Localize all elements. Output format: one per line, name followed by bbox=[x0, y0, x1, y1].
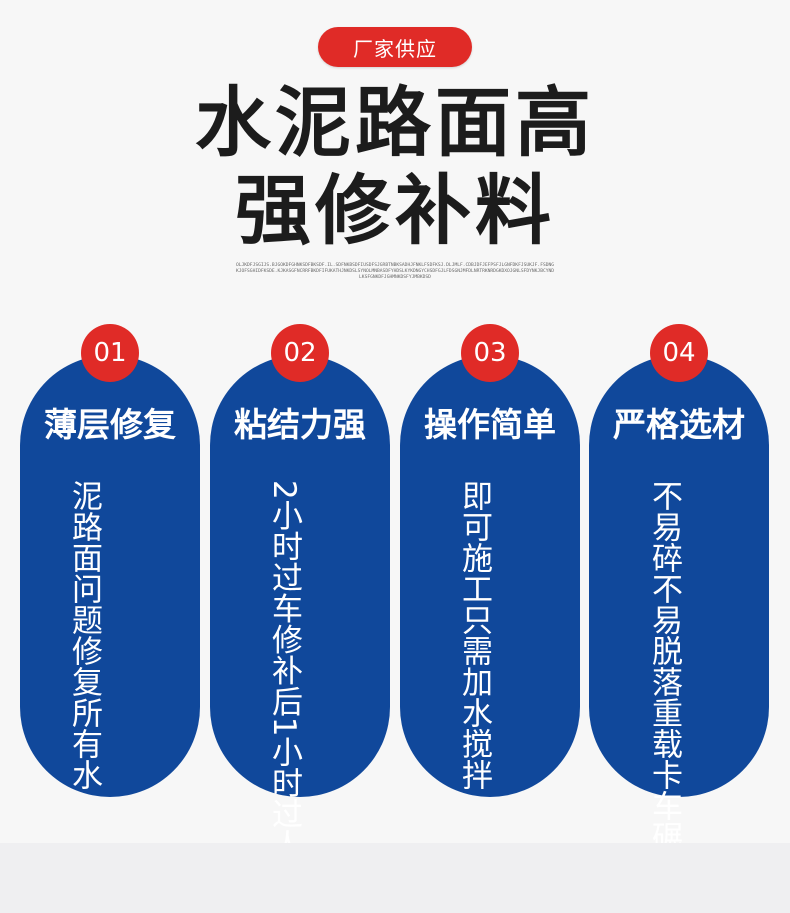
factory-supply-badge: 厂家供应 bbox=[318, 27, 472, 67]
page-title-line-1: 水泥路面高 bbox=[195, 78, 595, 167]
feature-card-3 bbox=[400, 355, 580, 797]
bottom-band bbox=[0, 843, 790, 913]
feature-number-badge: 04 bbox=[650, 324, 708, 382]
feature-description-line: 2小时过车 bbox=[266, 480, 302, 624]
feature-description-line: 修补后1小时过人 bbox=[266, 623, 302, 861]
feature-description-line: 不易碎不易脱落 bbox=[646, 480, 682, 697]
feature-description-line: 只需加水搅拌 bbox=[456, 604, 492, 790]
feature-card-1 bbox=[20, 355, 200, 797]
feature-number-badge: 02 bbox=[271, 324, 329, 382]
feature-card-2 bbox=[210, 355, 390, 797]
feature-number-badge: 03 bbox=[461, 324, 519, 382]
feature-title: 操作简单 bbox=[424, 405, 556, 444]
feature-description-line: 即可施工 bbox=[456, 480, 492, 604]
decorative-small-text: OLJKDFJSGIJS.BJGOKDFGHNKSDFBKSDF.IL.SDFN… bbox=[235, 263, 555, 280]
feature-title: 粘结力强 bbox=[234, 405, 366, 444]
feature-title: 薄层修复 bbox=[44, 405, 176, 444]
feature-description: 2小时过车修补后1小时过人 bbox=[266, 480, 302, 860]
feature-description: 泥路面问题修复所有水 bbox=[66, 480, 102, 790]
feature-description: 不易碎不易脱落重载卡车碾压 bbox=[646, 480, 682, 883]
feature-number-badge: 01 bbox=[81, 324, 139, 382]
feature-description: 即可施工只需加水搅拌 bbox=[456, 480, 492, 790]
feature-description-line: 修复所有水 bbox=[66, 635, 102, 790]
feature-title: 严格选材 bbox=[613, 405, 745, 444]
feature-description-line: 泥路面问题 bbox=[66, 480, 102, 635]
feature-card-4 bbox=[589, 355, 769, 797]
page-title-line-2: 强修补料 bbox=[235, 166, 555, 255]
